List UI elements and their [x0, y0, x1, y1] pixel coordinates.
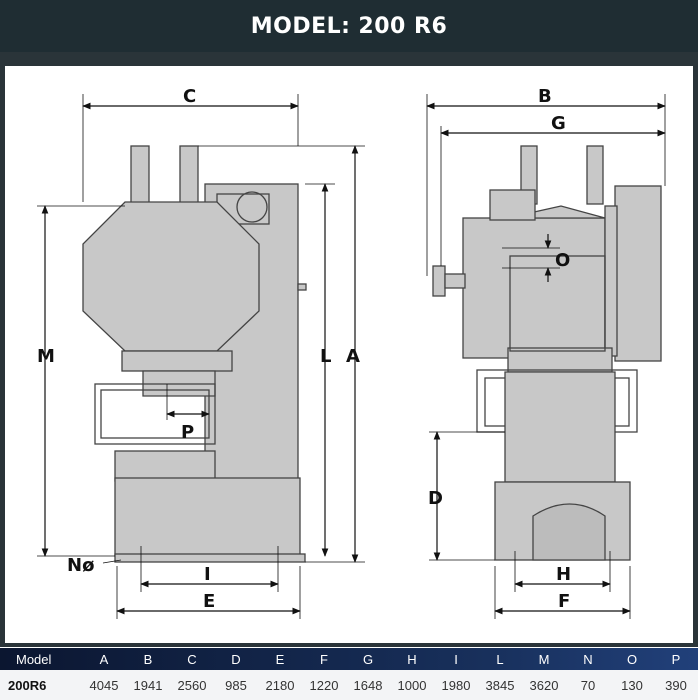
cell-model: 200R6 [0, 670, 82, 700]
front-head-panel [509, 255, 606, 352]
bolster [114, 450, 216, 482]
front-head [462, 217, 606, 359]
cell-h: 1000 [390, 670, 434, 700]
dim-label-m: M [37, 346, 55, 367]
cylinder-right [179, 145, 199, 205]
side-view [82, 145, 307, 563]
dim-label-e: E [203, 591, 215, 612]
press-head [82, 201, 260, 352]
table-row: 200R6 4045 1941 2560 985 2180 1220 1648 … [0, 670, 698, 700]
header-o: O [626, 651, 638, 667]
front-lever-arm [444, 273, 466, 289]
front-lever [432, 265, 446, 297]
cell-d: 985 [214, 670, 258, 700]
header-i: I [454, 651, 458, 667]
cylinder-left [130, 145, 150, 205]
spec-table: Model A B C D E F G H I L M N O P 200R6 … [0, 648, 698, 700]
dim-label-i: I [204, 564, 211, 585]
header-h: H [407, 651, 417, 667]
header-b: B [143, 651, 153, 667]
header-n: N [583, 651, 593, 667]
side-dimension-labels: C M L A P Nø I E [37, 86, 360, 612]
title-model: 200 R6 [358, 13, 448, 39]
dim-label-b: B [538, 86, 552, 107]
dim-label-a: A [346, 346, 360, 367]
header-c: C [187, 651, 197, 667]
motor-circle [236, 191, 268, 223]
dim-label-d: D [428, 488, 443, 509]
cell-a: 4045 [82, 670, 126, 700]
flywheel-edge [604, 205, 618, 357]
drawing-svg: C M L A P Nø I E [37, 86, 666, 619]
front-view [432, 145, 662, 561]
dim-label-f: F [558, 591, 570, 612]
spec-table-header-row: Model A B C D E F G H I L M N O P [0, 648, 698, 670]
dim-label-l: L [320, 346, 331, 367]
side-knob [297, 283, 307, 291]
cell-l: 3845 [478, 670, 522, 700]
cell-m: 3620 [522, 670, 566, 700]
header-d: D [231, 651, 241, 667]
cell-o: 130 [610, 670, 654, 700]
cell-e: 2180 [258, 670, 302, 700]
dim-label-p: P [181, 422, 194, 443]
header-model: Model [16, 651, 52, 667]
front-base-arch [532, 503, 606, 561]
front-ram [507, 347, 613, 373]
cell-n: 70 [566, 670, 610, 700]
header-g: G [362, 651, 374, 667]
header-p: P [671, 651, 681, 667]
header-l: L [496, 651, 504, 667]
drawing-frame: C M L A P Nø I E [0, 52, 698, 647]
page-title: MODEL: 200 R6 [0, 0, 698, 52]
side-dimensions [37, 94, 365, 619]
header-e: E [275, 651, 285, 667]
cell-p: 390 [654, 670, 698, 700]
dim-label-o: O [555, 250, 570, 271]
front-motor [489, 189, 536, 221]
header-f: F [320, 651, 328, 667]
cell-i: 1980 [434, 670, 478, 700]
base [114, 477, 301, 557]
header-m: M [538, 651, 550, 667]
guard-cage [94, 383, 216, 445]
cell-b: 1941 [126, 670, 170, 700]
front-dimensions [426, 94, 666, 619]
flywheel-housing [614, 185, 662, 362]
front-dimension-labels: B G O D H F [428, 86, 571, 612]
cell-f: 1220 [302, 670, 346, 700]
header-a: A [99, 651, 109, 667]
dim-label-h: H [556, 564, 571, 585]
ram [121, 350, 233, 372]
cell-g: 1648 [346, 670, 390, 700]
front-column [504, 371, 616, 483]
technical-drawing: C M L A P Nø I E [5, 66, 693, 643]
title-label: MODEL: [250, 13, 351, 39]
front-cylinder-right [586, 145, 604, 205]
cell-c: 2560 [170, 670, 214, 700]
dim-label-n: Nø [67, 555, 94, 576]
dim-label-g: G [551, 113, 566, 134]
dim-label-c: C [183, 86, 196, 107]
base-plate [114, 553, 306, 563]
